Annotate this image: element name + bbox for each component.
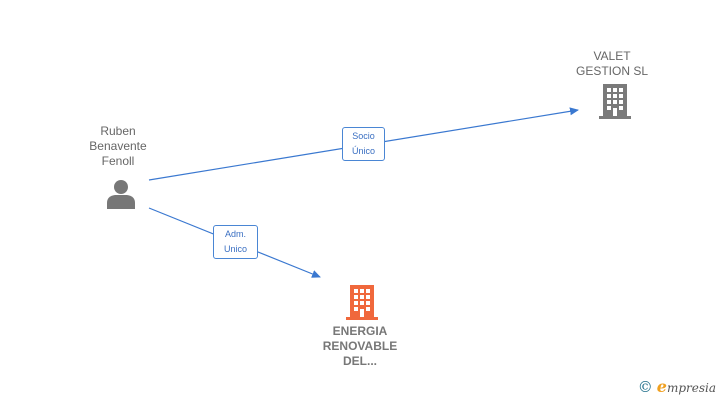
person-name-line3: Fenoll <box>101 154 135 168</box>
energia-node-label[interactable]: ENERGIA RENOVABLE DEL... <box>310 324 410 369</box>
energia-name-line2: RENOVABLE <box>322 339 398 353</box>
copyright-brand: © empresia <box>638 377 716 396</box>
brand-logo-rest: mpresia <box>666 381 716 395</box>
person-node-label[interactable]: Ruben Benavente Fenoll <box>70 124 166 169</box>
valet-name-line1: VALET <box>593 49 631 63</box>
edge-label-socio-unico[interactable]: Socio Único <box>342 127 385 161</box>
brand-logo: empresia <box>657 377 716 396</box>
copyright-symbol: © <box>637 377 653 396</box>
energia-name-line1: ENERGIA <box>332 324 388 338</box>
energia-name-line3: DEL... <box>342 354 377 368</box>
person-icon[interactable] <box>105 178 137 210</box>
edge-label-socio-line2: Único <box>351 146 375 156</box>
energia-building-icon[interactable] <box>345 284 379 320</box>
valet-node-label[interactable]: VALET GESTION SL <box>562 49 662 79</box>
valet-name-line2: GESTION SL <box>575 64 649 78</box>
valet-building-icon[interactable] <box>598 83 632 119</box>
edge-label-socio-line1: Socio <box>352 131 375 141</box>
edge-label-adm-line1: Adm. <box>224 229 246 239</box>
brand-logo-initial: e <box>656 377 667 396</box>
edge-label-adm-unico[interactable]: Adm. Unico <box>213 225 258 259</box>
edge-label-adm-line2: Unico <box>223 244 247 254</box>
person-name-line1: Ruben <box>100 124 136 138</box>
person-name-line2: Benavente <box>89 139 147 153</box>
